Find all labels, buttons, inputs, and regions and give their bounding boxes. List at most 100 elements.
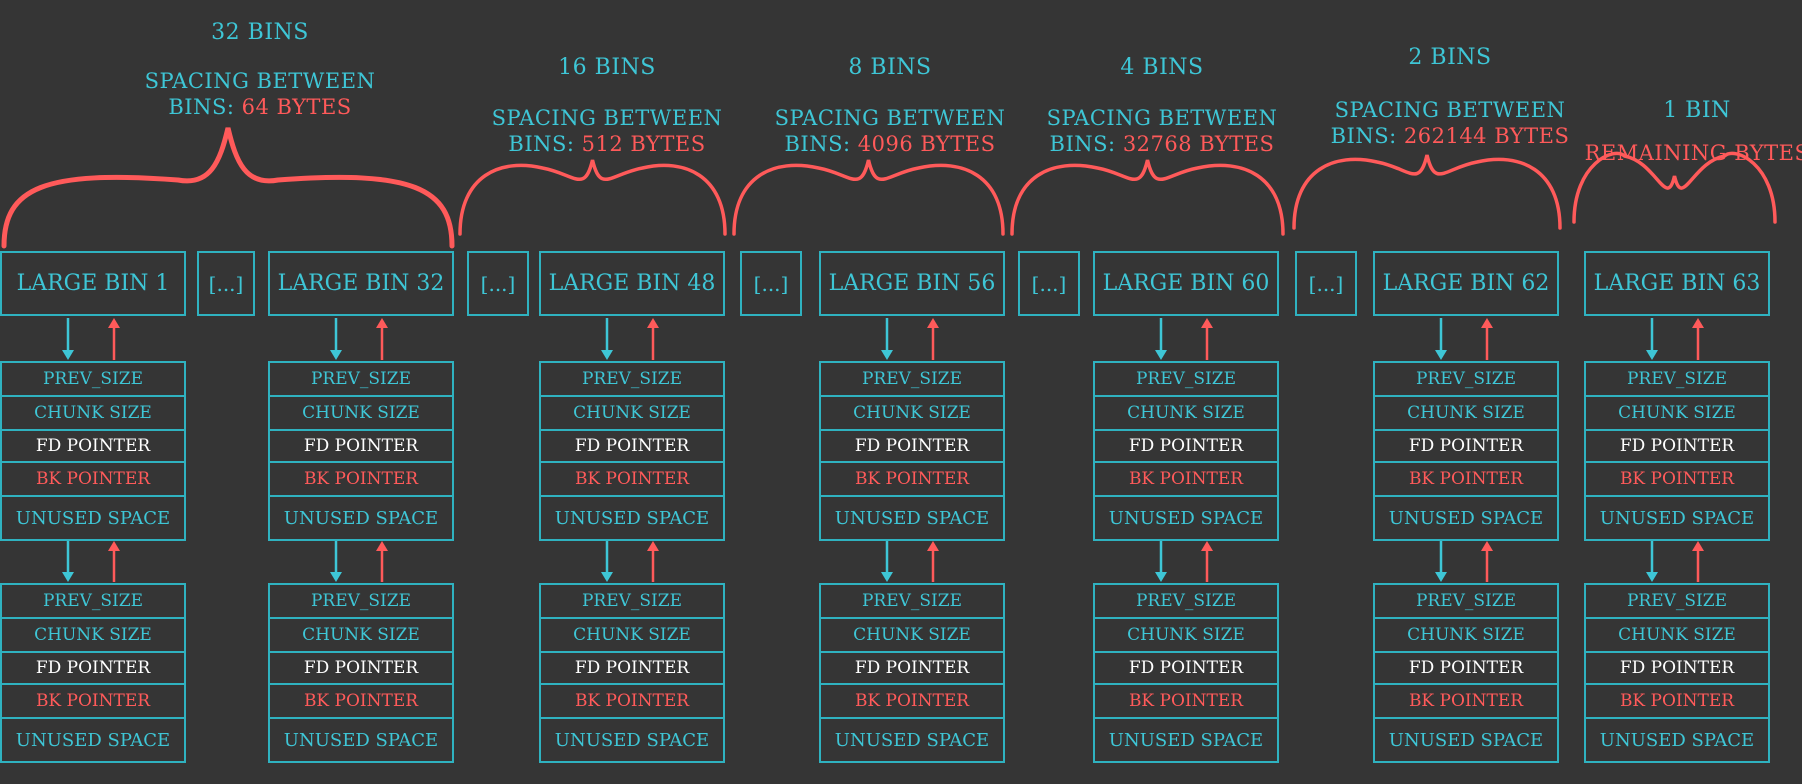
- group-brace: [1292, 154, 1562, 230]
- bk-arrow-up: [927, 318, 939, 360]
- chunk-size-field: CHUNK SIZE: [1373, 395, 1559, 431]
- fd-arrow-down: [62, 541, 74, 582]
- chunk-size-field: CHUNK SIZE: [268, 617, 454, 653]
- spacing-value: 64 BYTES: [241, 95, 352, 119]
- bk-pointer-field: BK POINTER: [819, 683, 1005, 719]
- fd-pointer-field: FD POINTER: [1584, 651, 1770, 685]
- bk-arrow-up: [376, 318, 388, 360]
- unused-space-field: UNUSED SPACE: [1373, 495, 1559, 541]
- chunk-size-field: CHUNK SIZE: [0, 617, 186, 653]
- group-spacing-label: SPACING BETWEEN BINS: 64 BYTES: [144, 69, 376, 119]
- prev-size-field: PREV_SIZE: [0, 361, 186, 397]
- unused-space-field: UNUSED SPACE: [268, 495, 454, 541]
- fd-arrow-down: [330, 318, 342, 360]
- unused-space-field: UNUSED SPACE: [1584, 717, 1770, 763]
- bk-pointer-field: BK POINTER: [1093, 461, 1279, 497]
- spacing-value: 4096 BYTES: [857, 132, 996, 156]
- fd-pointer-field: FD POINTER: [0, 651, 186, 685]
- group-brace: [1572, 151, 1777, 224]
- bk-arrow-up: [1692, 541, 1704, 582]
- fd-arrow-down: [1155, 541, 1167, 582]
- bk-arrow-up: [1201, 318, 1213, 360]
- fd-pointer-field: FD POINTER: [268, 651, 454, 685]
- fd-arrow-down: [1646, 318, 1658, 360]
- chunk-size-field: CHUNK SIZE: [539, 617, 725, 653]
- bk-pointer-field: BK POINTER: [1093, 683, 1279, 719]
- group-count-label: 1 BIN: [1663, 98, 1731, 123]
- large-bin-60: LARGE BIN 60: [1093, 251, 1279, 316]
- fd-arrow-down: [601, 541, 613, 582]
- unused-space-field: UNUSED SPACE: [539, 495, 725, 541]
- fd-arrow-down: [62, 318, 74, 360]
- prev-size-field: PREV_SIZE: [819, 583, 1005, 619]
- chunk-size-field: CHUNK SIZE: [1093, 617, 1279, 653]
- prev-size-field: PREV_SIZE: [1373, 361, 1559, 397]
- large-bin-32: LARGE BIN 32: [268, 251, 454, 316]
- fd-pointer-field: FD POINTER: [1373, 651, 1559, 685]
- group-count-label: 16 BINS: [558, 55, 656, 80]
- bk-pointer-field: BK POINTER: [1373, 461, 1559, 497]
- fd-pointer-field: FD POINTER: [1584, 429, 1770, 463]
- chunk-size-field: CHUNK SIZE: [819, 395, 1005, 431]
- bk-pointer-field: BK POINTER: [268, 461, 454, 497]
- group-spacing-label: SPACING BETWEEN BINS: 512 BYTES: [491, 106, 723, 156]
- fd-pointer-field: FD POINTER: [268, 429, 454, 463]
- bk-arrow-up: [1481, 541, 1493, 582]
- bk-pointer-field: BK POINTER: [539, 461, 725, 497]
- ellipsis-box: [...]: [1018, 251, 1080, 316]
- prev-size-field: PREV_SIZE: [1584, 583, 1770, 619]
- ellipsis-box: [...]: [197, 251, 255, 316]
- unused-space-field: UNUSED SPACE: [819, 495, 1005, 541]
- fd-arrow-down: [881, 318, 893, 360]
- unused-space-field: UNUSED SPACE: [1093, 717, 1279, 763]
- fd-pointer-field: FD POINTER: [819, 429, 1005, 463]
- prev-size-field: PREV_SIZE: [1093, 361, 1279, 397]
- group-brace: [1, 127, 455, 249]
- fd-pointer-field: FD POINTER: [539, 651, 725, 685]
- unused-space-field: UNUSED SPACE: [1093, 495, 1279, 541]
- bk-pointer-field: BK POINTER: [268, 683, 454, 719]
- fd-pointer-field: FD POINTER: [1093, 651, 1279, 685]
- fd-pointer-field: FD POINTER: [539, 429, 725, 463]
- group-count-label: 2 BINS: [1408, 45, 1492, 70]
- chunk-size-field: CHUNK SIZE: [539, 395, 725, 431]
- chunk-size-field: CHUNK SIZE: [819, 617, 1005, 653]
- fd-arrow-down: [330, 541, 342, 582]
- fd-arrow-down: [601, 318, 613, 360]
- ellipsis-box: [...]: [467, 251, 529, 316]
- large-bin-56: LARGE BIN 56: [819, 251, 1005, 316]
- ellipsis-box: [...]: [740, 251, 802, 316]
- large-bin-1: LARGE BIN 1: [0, 251, 186, 316]
- unused-space-field: UNUSED SPACE: [819, 717, 1005, 763]
- prev-size-field: PREV_SIZE: [268, 361, 454, 397]
- bk-pointer-field: BK POINTER: [1584, 683, 1770, 719]
- bk-arrow-up: [647, 541, 659, 582]
- bk-pointer-field: BK POINTER: [1584, 461, 1770, 497]
- group-brace: [1010, 159, 1285, 236]
- prev-size-field: PREV_SIZE: [1584, 361, 1770, 397]
- group-brace: [732, 159, 1005, 236]
- fd-pointer-field: FD POINTER: [1373, 429, 1559, 463]
- bk-arrow-up: [927, 541, 939, 582]
- prev-size-field: PREV_SIZE: [539, 583, 725, 619]
- bk-arrow-up: [1692, 318, 1704, 360]
- group-count-label: 8 BINS: [848, 55, 932, 80]
- chunk-size-field: CHUNK SIZE: [1373, 617, 1559, 653]
- bk-arrow-up: [108, 541, 120, 582]
- chunk-size-field: CHUNK SIZE: [1584, 617, 1770, 653]
- group-spacing-label: SPACING BETWEEN BINS: 4096 BYTES: [774, 106, 1006, 156]
- spacing-value: 262144 BYTES: [1403, 124, 1570, 148]
- group-spacing-label: SPACING BETWEEN BINS: 262144 BYTES: [1330, 98, 1570, 148]
- group-count-label: 4 BINS: [1120, 55, 1204, 80]
- bk-arrow-up: [376, 541, 388, 582]
- group-spacing-label: SPACING BETWEEN BINS: 32768 BYTES: [1046, 106, 1278, 156]
- unused-space-field: UNUSED SPACE: [268, 717, 454, 763]
- unused-space-field: UNUSED SPACE: [0, 495, 186, 541]
- chunk-size-field: CHUNK SIZE: [268, 395, 454, 431]
- unused-space-field: UNUSED SPACE: [1373, 717, 1559, 763]
- bk-pointer-field: BK POINTER: [539, 683, 725, 719]
- spacing-value: 512 BYTES: [581, 132, 706, 156]
- unused-space-field: UNUSED SPACE: [0, 717, 186, 763]
- large-bin-48: LARGE BIN 48: [539, 251, 725, 316]
